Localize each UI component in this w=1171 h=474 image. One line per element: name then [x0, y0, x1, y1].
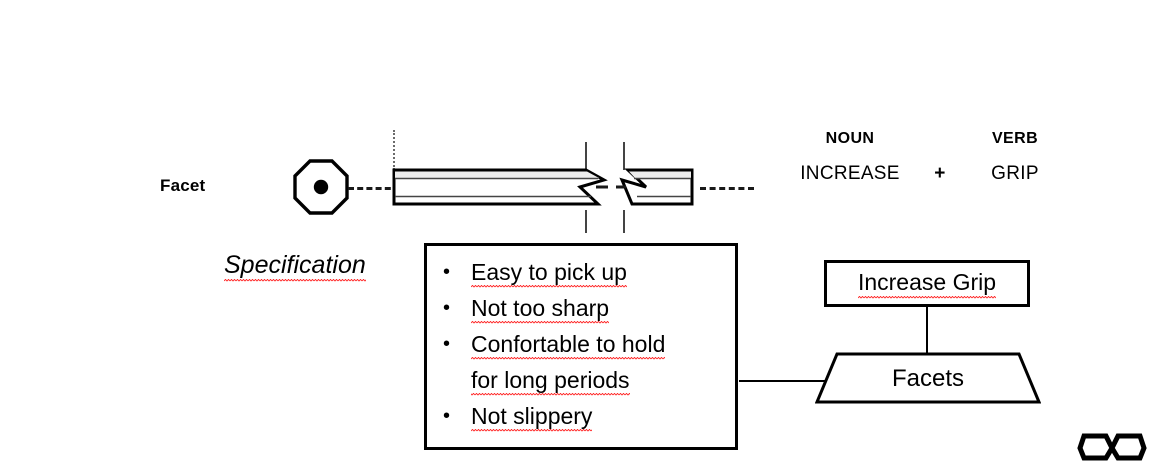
noun-verb-equation: NOUN VERB INCREASE + GRIP — [760, 130, 1090, 200]
list-item: Confortable to hold for long periods — [437, 326, 729, 398]
specification-title: Specification — [224, 251, 366, 282]
list-item: Not slippery — [437, 398, 729, 434]
construction-guide-line — [393, 130, 395, 170]
plus-operator-label: + — [934, 163, 946, 184]
verb-value-label: GRIP — [991, 163, 1039, 184]
list-item: Not too sharp — [437, 290, 729, 326]
function-box-increase-grip: Increase Grip — [824, 260, 1030, 307]
list-item: Easy to pick up — [437, 254, 729, 290]
solution-trapezoid-label: Facets — [891, 365, 965, 392]
spec-item-text: Easy to pick up — [471, 259, 627, 288]
specification-list: Easy to pick up Not too sharp Confortabl… — [437, 254, 729, 434]
octagon-end-view-icon — [292, 158, 350, 216]
spec-item-text: Not slippery — [471, 403, 593, 432]
facet-title-label: Facet — [160, 176, 206, 195]
function-box-label: Increase Grip — [857, 268, 997, 299]
solution-trapezoid-facets: Facets — [815, 352, 1041, 404]
spec-item-text: Confortable to hold for long periods — [471, 331, 666, 396]
hex-shaft-drawing — [390, 140, 710, 235]
specification-title-text: Specification — [224, 251, 366, 282]
centerline-left — [348, 187, 400, 190]
centerline-right — [700, 187, 754, 190]
specification-box: Easy to pick up Not too sharp Confortabl… — [424, 243, 738, 450]
verb-header-label: VERB — [991, 130, 1039, 147]
infinity-logo — [1076, 428, 1148, 464]
connector-spec-to-facets — [739, 380, 839, 382]
noun-value-label: INCREASE — [800, 163, 900, 184]
noun-header-label: NOUN — [825, 130, 875, 147]
connector-grip-to-facets — [926, 307, 928, 354]
spec-item-text: Not too sharp — [471, 295, 610, 324]
